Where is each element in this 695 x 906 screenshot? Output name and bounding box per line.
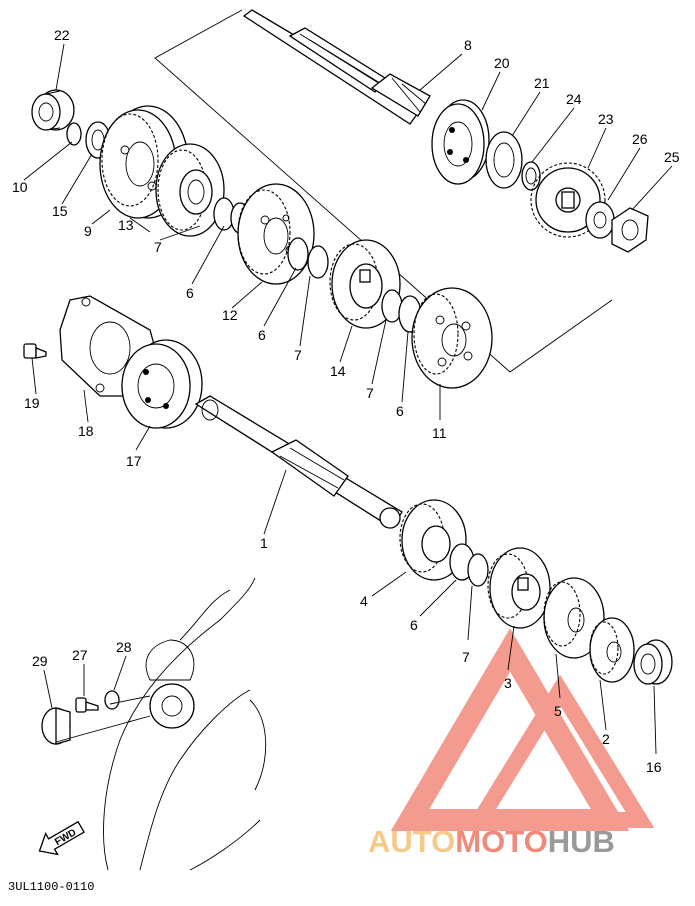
main-axle	[242, 9, 431, 125]
callout-19: 19	[24, 395, 40, 411]
washer-28	[104, 690, 120, 710]
callout-7-b: 7	[294, 347, 302, 363]
callout-8: 8	[464, 37, 472, 53]
circlip-7d	[467, 553, 489, 587]
callout-22: 22	[54, 27, 70, 43]
plug-29	[41, 707, 71, 745]
callout-16: 16	[646, 759, 662, 775]
bolt-27	[75, 697, 99, 713]
callout-6-d: 6	[410, 617, 418, 633]
callout-6-c: 6	[396, 403, 404, 419]
callout-7-d: 7	[462, 649, 470, 665]
diagram-code: 3UL1100-0110	[8, 880, 94, 894]
callout-25: 25	[664, 149, 680, 165]
callout-9: 9	[84, 223, 92, 239]
brand-auto: AUTO	[368, 824, 455, 859]
gear-11	[411, 287, 493, 389]
callout-27: 27	[72, 647, 88, 663]
callout-15: 15	[52, 203, 68, 219]
washer-6b	[287, 237, 309, 271]
callout-14: 14	[330, 363, 346, 379]
callout-6-b: 6	[258, 327, 266, 343]
bearing	[431, 99, 490, 185]
callout-11: 11	[432, 425, 447, 441]
drive-sprocket	[530, 162, 606, 238]
sprocket-nut	[611, 207, 649, 253]
callout-20: 20	[494, 55, 510, 71]
callout-labels: 22 8 20 21 24 23 26 25 10 15 9 13 7 6 12…	[12, 27, 680, 775]
lock-washer	[585, 201, 615, 239]
circlip-7b	[307, 245, 329, 279]
callout-26: 26	[632, 131, 648, 147]
callout-12: 12	[222, 307, 238, 323]
crankcase-outline	[103, 577, 267, 871]
callout-7-c: 7	[366, 385, 374, 401]
callout-21: 21	[534, 75, 550, 91]
collar	[521, 161, 541, 191]
gear-2	[589, 617, 635, 683]
callout-10: 10	[12, 179, 28, 195]
oil-seal	[485, 131, 523, 189]
brand-moto: MOTO	[455, 824, 547, 859]
svg-text:AUTOMOTOHUB: AUTOMOTOHUB	[368, 824, 615, 859]
gear-5	[543, 577, 605, 659]
drive-axle	[194, 395, 403, 529]
gear-13	[155, 143, 225, 237]
needle-bearing-16	[633, 639, 673, 685]
brand-hub: HUB	[548, 824, 615, 859]
callout-3: 3	[504, 675, 512, 691]
forward-direction-arrow: FWD	[38, 820, 85, 856]
callout-5: 5	[554, 703, 562, 719]
callout-2: 2	[602, 731, 610, 747]
bearing-17	[121, 339, 203, 429]
callout-17: 17	[126, 453, 142, 469]
callout-6-a: 6	[186, 285, 194, 301]
circlip-10	[66, 122, 82, 146]
svg-text:FWD: FWD	[53, 827, 78, 848]
bolt-19	[23, 343, 47, 359]
main-axle-group-outline	[154, 9, 613, 373]
leader-lines	[23, 43, 673, 755]
watermark-brand: AUTOMOTOHUB	[368, 824, 615, 859]
callout-18: 18	[78, 423, 94, 439]
callout-23: 23	[598, 111, 614, 127]
callout-29: 29	[32, 653, 48, 669]
callout-13: 13	[118, 217, 134, 233]
callout-24: 24	[566, 91, 582, 107]
callout-7-a: 7	[154, 239, 162, 255]
needle-bearing-22	[31, 89, 75, 131]
callout-4: 4	[360, 593, 368, 609]
callout-28: 28	[116, 639, 132, 655]
callout-1: 1	[260, 535, 268, 551]
gear-3	[487, 547, 551, 629]
watermark-triangle	[390, 628, 655, 831]
